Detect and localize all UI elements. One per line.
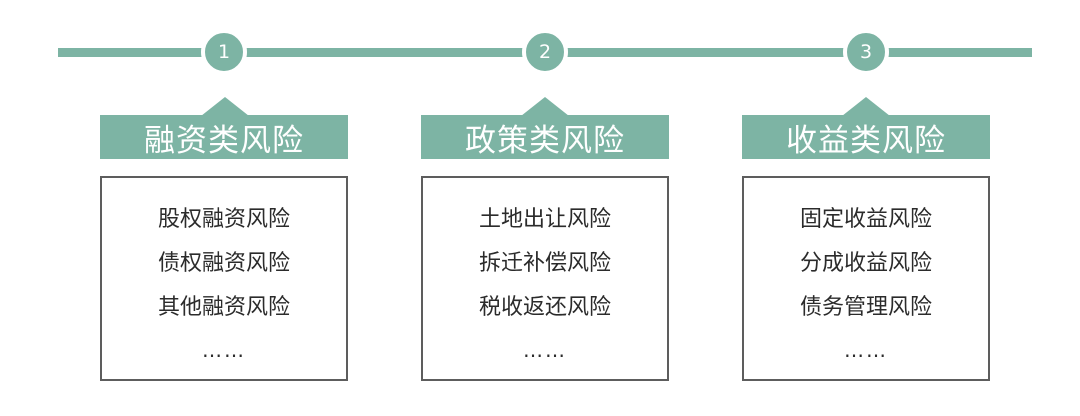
banner-2-pointer [521,97,569,116]
risk-box-financing: 股权融资风险 债权融资风险 其他融资风险 …… [100,176,348,381]
category-banner-revenue: 收益类风险 [742,115,990,159]
risk-item: 税收返还风险 [478,295,611,320]
risk-box-policy: 土地出让风险 拆迁补偿风险 税收返还风险 …… [421,176,669,381]
risk-item: 土地出让风险 [478,207,611,232]
risk-item: 拆迁补偿风险 [478,251,611,276]
risk-item: 债务管理风险 [799,295,932,320]
risk-item: 固定收益风险 [799,207,932,232]
step-2-circle: 2 [522,29,568,75]
risk-item: 股权融资风险 [157,207,290,232]
banner-1-pointer [201,97,249,116]
risk-ellipsis: …… [202,338,246,362]
risk-ellipsis: …… [844,338,888,362]
category-banner-financing: 融资类风险 [100,115,348,159]
risk-box-revenue: 固定收益风险 分成收益风险 债务管理风险 …… [742,176,990,381]
risk-item: 分成收益风险 [799,251,932,276]
risk-item: 其他融资风险 [157,295,290,320]
step-3-circle: 3 [843,29,889,75]
risk-ellipsis: …… [523,338,567,362]
category-banner-policy: 政策类风险 [421,115,669,159]
risk-item: 债权融资风险 [157,251,290,276]
banner-3-pointer [842,97,890,116]
step-1-circle: 1 [201,29,247,75]
